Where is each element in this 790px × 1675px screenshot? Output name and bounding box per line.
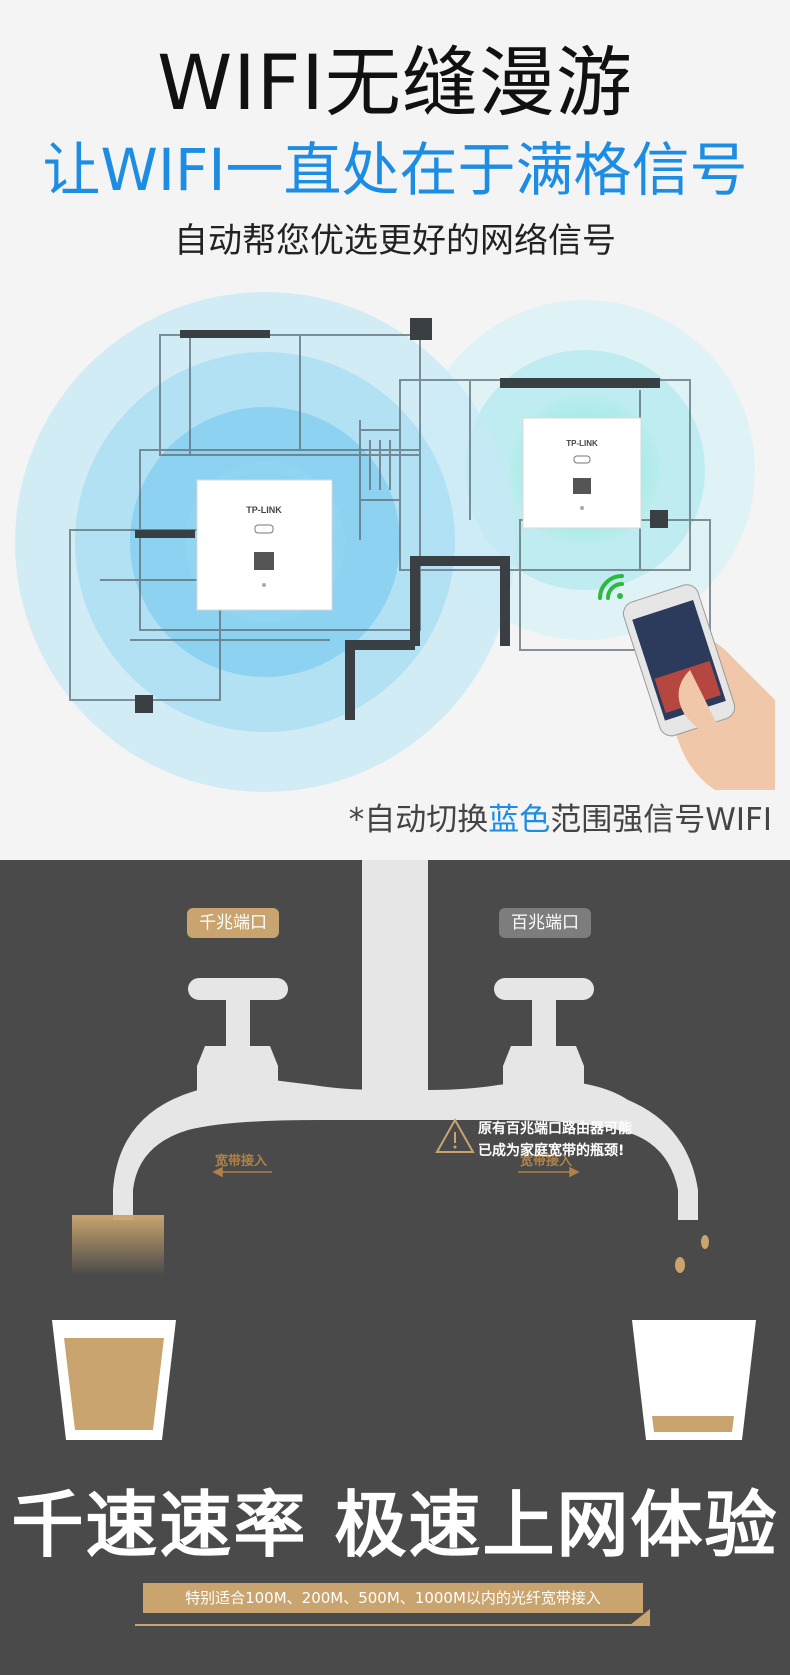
water-drops [675,1235,709,1273]
device-brand-label: TP-LINK [246,505,282,515]
broadband-in-right-label: 宽带接入 [520,1154,573,1169]
speed-headline: 千速速率 极速上网体验 [11,1483,779,1567]
underline-arrow [135,1609,650,1626]
broadband-in-left-label: 宽带接入 [215,1154,268,1169]
gigabit-port-label: 千兆端口 [187,908,279,938]
caption-suffix: 范围强信号WIFI [550,802,772,838]
page-title: WIFI无缝漫游 [157,38,633,127]
floor-plan-dark-walls [135,318,668,720]
floor-plan-illustration: TP-LINK TP-LINK [15,292,775,792]
wifi-roaming-section: WIFI无缝漫游 让WIFI一直处在于满格信号 自动帮您优选更好的网络信号 [15,38,775,840]
cup-full [52,1320,176,1440]
faucet-right [494,978,594,1106]
smartphone-in-hand [622,584,775,790]
warning-line-2: 已成为家庭宽带的瓶颈! [478,1143,625,1159]
broadband-note: 特别适合100M、200M、500M、1000M以内的光纤宽带接入 [143,1583,643,1613]
main-pipe [362,860,428,1100]
switch-caption: *自动切换蓝色范围强信号WIFI [349,800,772,840]
faucet-left [188,978,288,1106]
page-tagline: 自动帮您优选更好的网络信号 [174,221,616,261]
arrow-left-icon [212,1166,272,1178]
device-brand-label: TP-LINK [566,439,598,448]
gigabit-water-flow [72,1215,164,1275]
cup-low [632,1320,756,1440]
faucet-illustration [52,860,756,1626]
caption-prefix: *自动切换 [348,802,489,838]
warning-icon [435,1117,475,1153]
arrow-right-icon [518,1166,580,1178]
horizontal-pipe [113,1080,698,1220]
fast-ethernet-port-label: 百兆端口 [499,908,591,938]
warning-text: 原有百兆端口路由器可能 已成为家庭宽带的瓶颈! [478,1118,632,1162]
caption-highlight: 蓝色 [488,802,551,838]
gigabit-comparison-section: 千兆端口 百兆端口 宽带接入 宽带接入 原有百兆端口路由器可能 已成为家庭宽带的… [0,860,790,1675]
access-point-left: TP-LINK [196,479,333,611]
access-point-right: TP-LINK [522,417,642,529]
warning-line-1: 原有百兆端口路由器可能 [478,1121,632,1137]
page-subtitle: 让WIFI一直处在于满格信号 [42,136,748,204]
wifi-icon [598,574,624,600]
